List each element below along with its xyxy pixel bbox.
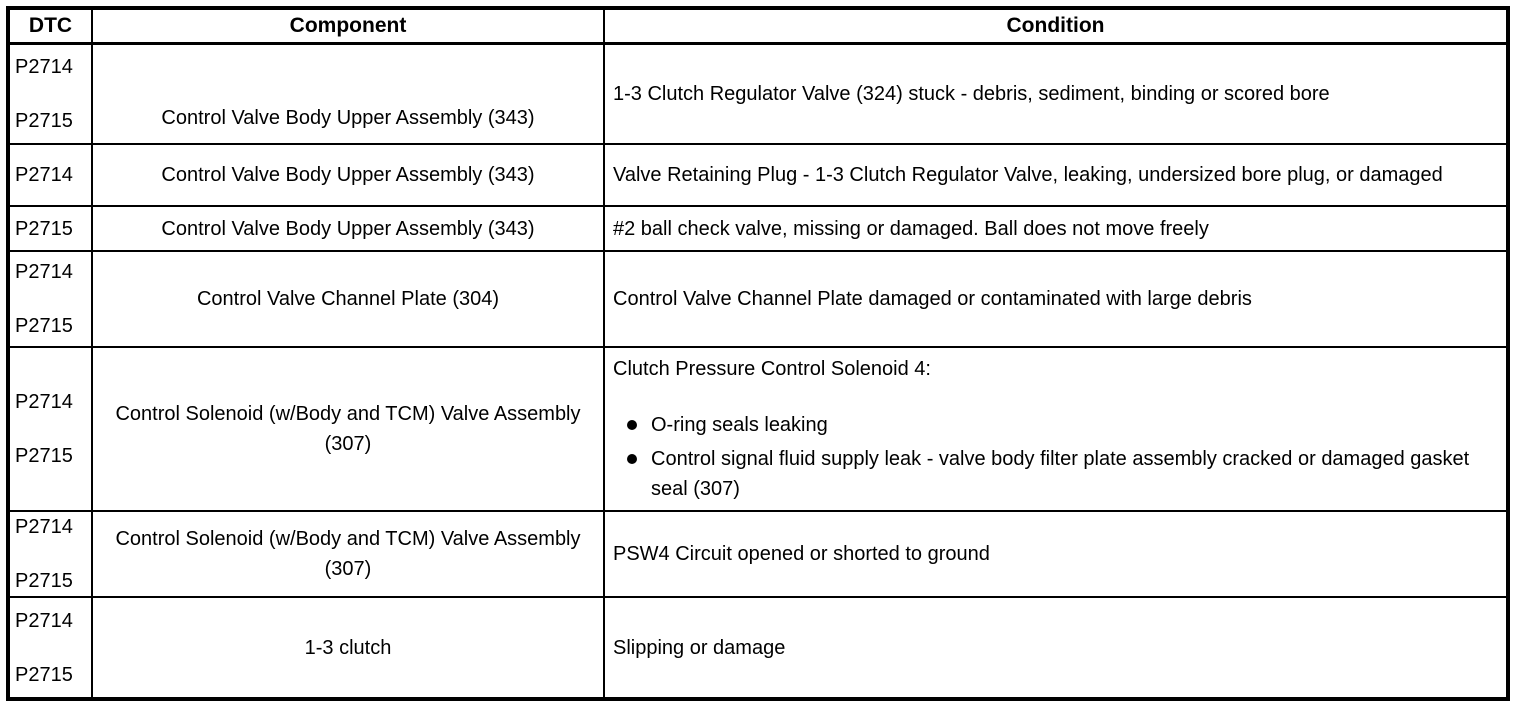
header-dtc: DTC (7, 7, 93, 45)
component-cell: Control Valve Channel Plate (304) (91, 250, 605, 348)
dtc-cell: P2714 (7, 143, 93, 207)
condition-intro: Clutch Pressure Control Solenoid 4: (613, 358, 931, 380)
dtc-code: P2714 (15, 164, 73, 186)
dtc-code: P2715 (15, 663, 73, 686)
dtc-code-group: P2714 (15, 164, 91, 186)
condition-cell: 1-3 Clutch Regulator Valve (324) stuck -… (603, 42, 1509, 145)
component-cell: Control Solenoid (w/Body and TCM) Valve … (91, 346, 605, 512)
component-cell: Control Valve Body Upper Assembly (343) (91, 42, 605, 145)
condition-cell: Clutch Pressure Control Solenoid 4: O-rin… (603, 346, 1509, 512)
component-cell: Control Solenoid (w/Body and TCM) Valve … (91, 510, 605, 598)
table-row: P2715 Control Valve Body Upper Assembly (… (7, 205, 1509, 252)
dtc-code-group: P2715 (15, 218, 91, 240)
dtc-code: P2715 (15, 445, 73, 467)
dtc-code: P2715 (15, 570, 73, 592)
dtc-code: P2715 (15, 109, 73, 132)
condition-text: Slipping or damage (613, 636, 786, 659)
list-item: O-ring seals leaking (627, 410, 1482, 440)
dtc-code: P2714 (15, 55, 73, 78)
condition-cell: PSW4 Circuit opened or shorted to ground (603, 510, 1509, 598)
condition-cell: #2 ball check valve, missing or damaged.… (603, 205, 1509, 252)
header-row: DTC Component Condition (7, 7, 1509, 45)
condition-text: #2 ball check valve, missing or damaged.… (613, 217, 1209, 240)
table-row: P2714 Control Valve Body Upper Assembly (… (7, 143, 1509, 207)
condition-cell: Slipping or damage (603, 596, 1509, 700)
bullet-icon (627, 454, 637, 464)
component-cell: 1-3 clutch (91, 596, 605, 700)
dtc-code: P2714 (15, 609, 73, 632)
header-condition: Condition (603, 7, 1509, 45)
condition-text: Valve Retaining Plug - 1-3 Clutch Regula… (613, 164, 1443, 186)
condition-text: Control Valve Channel Plate damaged or c… (613, 288, 1252, 310)
condition-text: 1-3 Clutch Regulator Valve (324) stuck -… (613, 82, 1330, 105)
dtc-code: P2715 (15, 217, 73, 240)
dtc-code: P2714 (15, 261, 73, 283)
condition-text: PSW4 Circuit opened or shorted to ground (613, 543, 990, 565)
list-item: Control signal fluid supply leak - valve… (627, 444, 1482, 504)
bullet-text: O-ring seals leaking (651, 414, 828, 436)
condition-cell: Control Valve Channel Plate damaged or c… (603, 250, 1509, 348)
component-cell: Control Valve Body Upper Assembly (343) (91, 205, 605, 252)
header-component: Component (91, 7, 605, 45)
bullet-icon (627, 420, 637, 430)
dtc-code: P2714 (15, 391, 73, 413)
condition-cell: Valve Retaining Plug - 1-3 Clutch Regula… (603, 143, 1509, 207)
bullet-text: Control signal fluid supply leak - valve… (651, 448, 1470, 500)
table-header: DTC Component Condition (7, 7, 1509, 45)
dtc-cell: P2715 (7, 205, 93, 252)
dtc-code: P2715 (15, 315, 73, 337)
dtc-code: P2714 (15, 516, 73, 538)
component-cell: Control Valve Body Upper Assembly (343) (91, 143, 605, 207)
